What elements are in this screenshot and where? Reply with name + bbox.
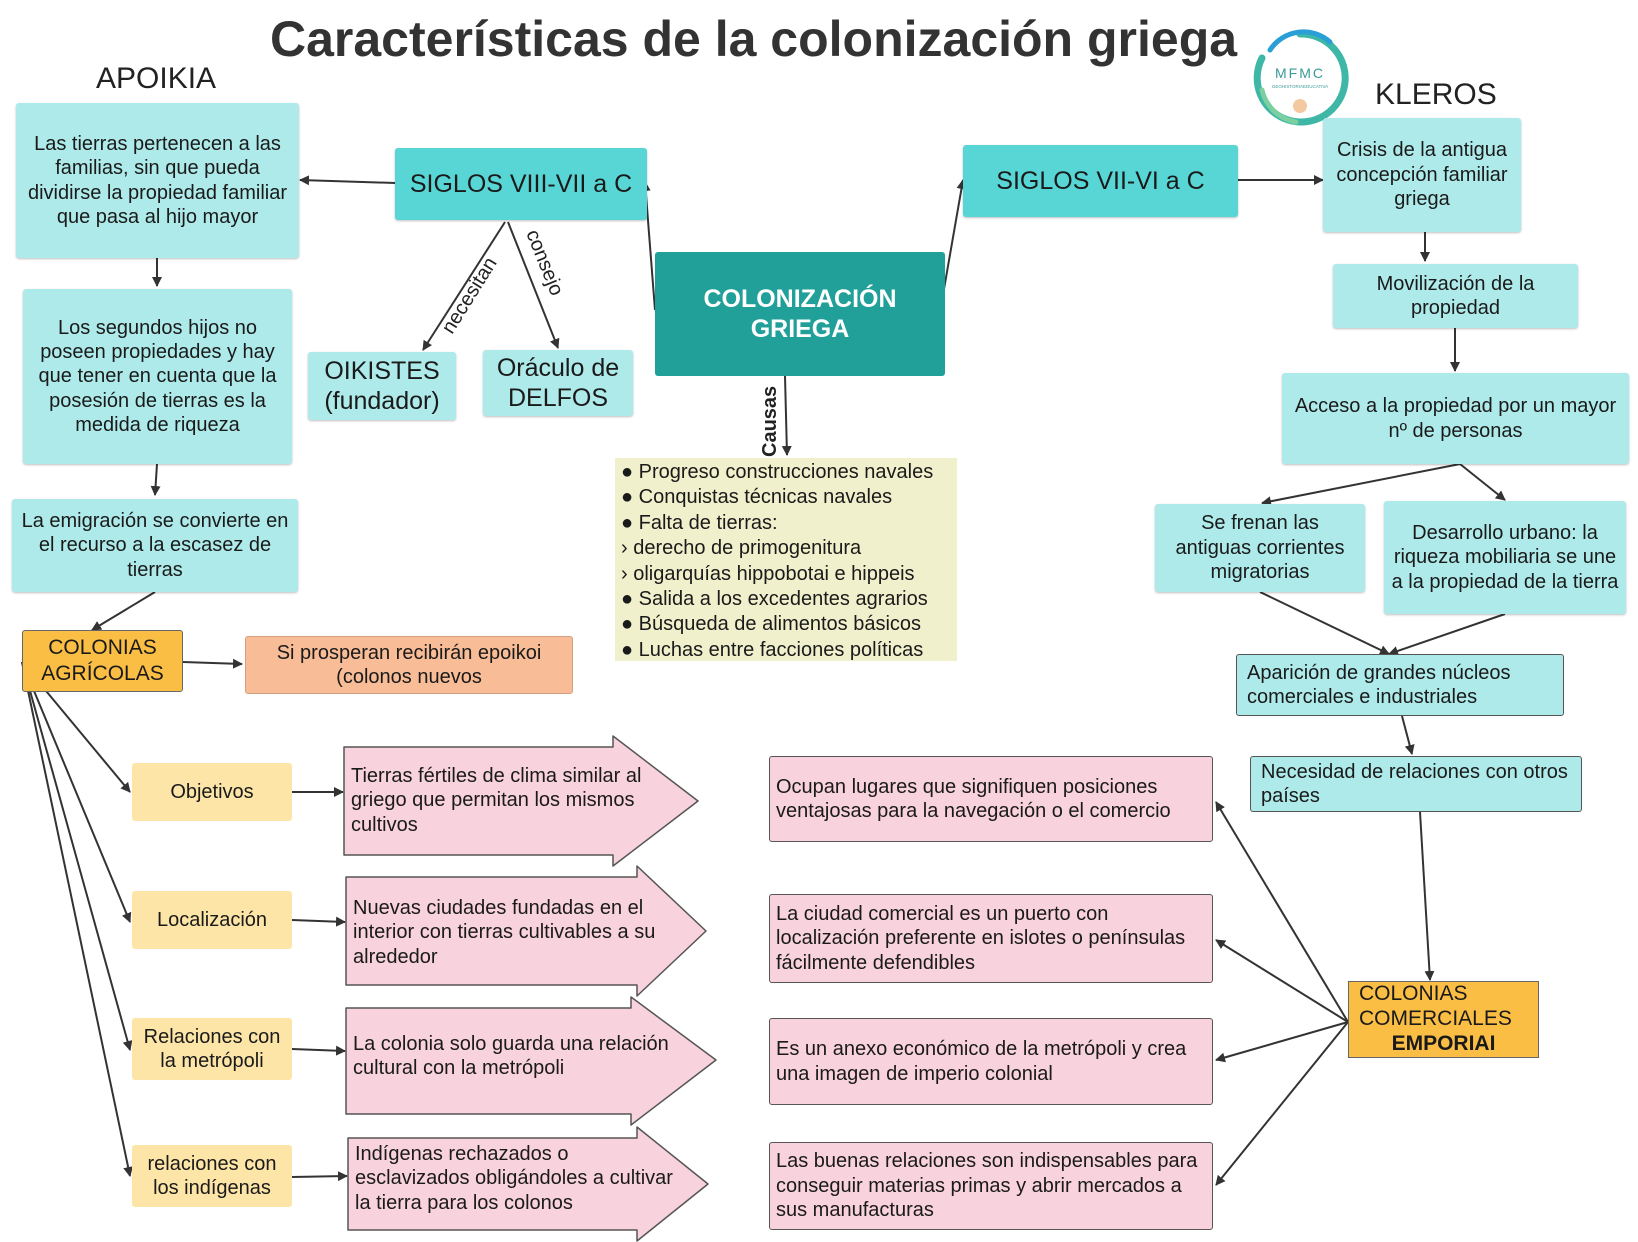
center-line1: COLONIZACIÓN [703,284,897,313]
kleros-desarrollo: Desarrollo urbano: la riqueza mobiliaria… [1384,501,1626,614]
kleros-label: KLEROS [1375,78,1497,111]
center-line2: GRIEGA [750,315,850,343]
center-node: COLONIZACIÓN GRIEGA [655,252,945,376]
colonias-agricolas-line2: AGRÍCOLAS [41,662,164,685]
logo-subtext: GEOHISTORIAEDUCATIVA [1272,84,1328,89]
epoikoi-box: Si prosperan recibirán epoikoi (colonos … [245,636,573,694]
feature-label-indigenas: relaciones con los indígenas [132,1145,292,1207]
arrow-indigenas: Indígenas rechazados o esclavizados obli… [347,1126,709,1242]
cause-item: ● Salida a los excedentes agrarios [621,587,928,610]
colonias-agricolas-line1: COLONIAS [48,636,157,660]
oraculo-line2: DELFOS [507,384,609,412]
feature-label-objetivos: Objetivos [132,763,292,821]
arrow-metropoli: La colonia solo guarda una relación cult… [345,996,717,1126]
feature-label-localizacion: Localización [132,891,292,949]
oikistes-node: OIKISTES (fundador) [308,352,456,420]
cause-item: ● Conquistas técnicas navales [621,486,893,509]
left-period: SIGLOS VIII-VII a C [395,148,647,220]
oikistes-line2: (fundador) [324,387,440,415]
colonias-comerciales-line1: COLONIAS [1359,982,1468,1006]
commerce-box-3: Es un anexo económico de la metrópoli y … [769,1018,1213,1105]
apoikia-box-1: Las tierras pertenecen a las familias, s… [16,103,299,258]
colonias-agricolas: COLONIAS AGRÍCOLAS [22,630,183,692]
kleros-aparicion: Aparición de grandes núcleos comerciales… [1236,654,1564,716]
page-title: Características de la colonización grieg… [270,11,1238,67]
cause-item: ● Falta de tierras: [621,511,778,534]
colonias-comerciales-line2: COMERCIALES [1359,1007,1512,1031]
epoikoi-line1: Si prosperan recibirán epoikoi [276,641,542,664]
logo-text: MFMC [1275,65,1325,81]
causes-box: ● Progreso construcciones navales ● Conq… [615,458,957,661]
kleros-movilizacion: Movilización de la propiedad [1333,264,1578,328]
arrow-localizacion: Nuevas ciudades fundadas en el interior … [345,865,707,997]
oikistes-line1: OIKISTES [324,356,440,385]
consejo-label: consejo [521,227,567,299]
arrow-objetivos: Tierras fértiles de clima similar al gri… [343,735,699,867]
mfmc-logo: MFMC GEOHISTORIAEDUCATIVA [1250,28,1350,128]
causas-label: Causas [759,386,781,457]
cause-item: › oligarquías hippobotai e hippeis [621,562,915,585]
commerce-box-2: La ciudad comercial es un puerto con loc… [769,894,1213,983]
kleros-necesidad: Necesidad de relaciones con otros países [1250,756,1582,812]
cause-item: › derecho de primogenitura [621,537,862,560]
right-period: SIGLOS VII-VI a C [963,145,1238,217]
feature-label-metropoli: Relaciones con la metrópoli [132,1018,292,1080]
oraculo-line1: Oráculo de [496,353,620,382]
cause-item: ● Búsqueda de alimentos básicos [621,613,922,636]
apoikia-box-3: La emigración se convierte en el recurso… [12,499,298,592]
commerce-box-4: Las buenas relaciones son indispensables… [769,1142,1213,1230]
arrow-text-localizacion: Nuevas ciudades fundadas en el interior … [353,897,656,968]
cause-item: ● Progreso construcciones navales [621,461,934,483]
apoikia-label: APOIKIA [96,62,217,95]
apoikia-box-2: Los segundos hijos no poseen propiedades… [23,289,292,464]
epoikoi-line2: (colonos nuevos [336,666,482,688]
arrow-text-objetivos: Tierras fértiles de clima similar al gri… [351,765,642,836]
arrow-text-metropoli: La colonia solo guarda una relación cult… [353,1033,669,1080]
oraculo-node: Oráculo de DELFOS [483,350,633,416]
kleros-crisis: Crisis de la antigua concepción familiar… [1323,118,1521,232]
colonias-comerciales: COLONIAS COMERCIALES EMPORIAI [1348,981,1539,1058]
arrow-text-indigenas: Indígenas rechazados o esclavizados obli… [355,1143,673,1214]
commerce-box-1: Ocupan lugares que signifiquen posicione… [769,756,1213,842]
kleros-frenan: Se frenan las antiguas corrientes migrat… [1155,504,1365,592]
kleros-acceso: Acceso a la propiedad por un mayor nº de… [1282,373,1629,464]
cause-item: ● Luchas entre facciones políticas [621,638,924,661]
necesitan-label: necesitan [438,253,502,337]
colonias-comerciales-line3: EMPORIAI [1391,1031,1496,1055]
